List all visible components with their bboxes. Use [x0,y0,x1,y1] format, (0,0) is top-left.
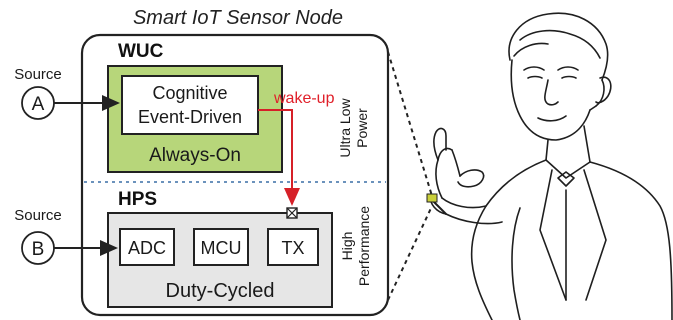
hps-side-line2: Performance [356,206,372,286]
adc-block [119,228,175,266]
source-b-id: B [32,239,45,260]
wuc-side-line2: Power [354,108,370,148]
wakeup-arrow [258,109,300,206]
cognitive-line1: Cognitive [152,83,227,103]
wuc-side-line1: Ultra Low [337,98,353,158]
hps-side-line1: High [339,232,355,261]
zoom-line-bottom [387,205,433,301]
diagram-title: Smart IoT Sensor Node [133,7,343,29]
source-b-label: Source [14,207,62,224]
cognitive-block [121,75,259,135]
mcu-block [193,228,249,266]
sensor-wristband [426,193,438,203]
source-a-label: Source [14,66,62,83]
wuc-label: WUC [118,41,164,62]
wuc-mode: Always-On [149,145,241,166]
zoom-line-top [387,51,433,197]
tx-block [267,228,319,266]
source-a-id: A [32,94,45,115]
wakeup-label: wake-up [273,90,335,107]
cognitive-line2: Event-Driven [138,107,242,127]
person-illustration [429,12,673,320]
hps-mode: Duty-Cycled [166,280,275,302]
adc-label: ADC [128,238,166,258]
hps-label: HPS [118,189,157,210]
mcu-label: MCU [201,238,242,258]
tx-label: TX [281,238,304,258]
